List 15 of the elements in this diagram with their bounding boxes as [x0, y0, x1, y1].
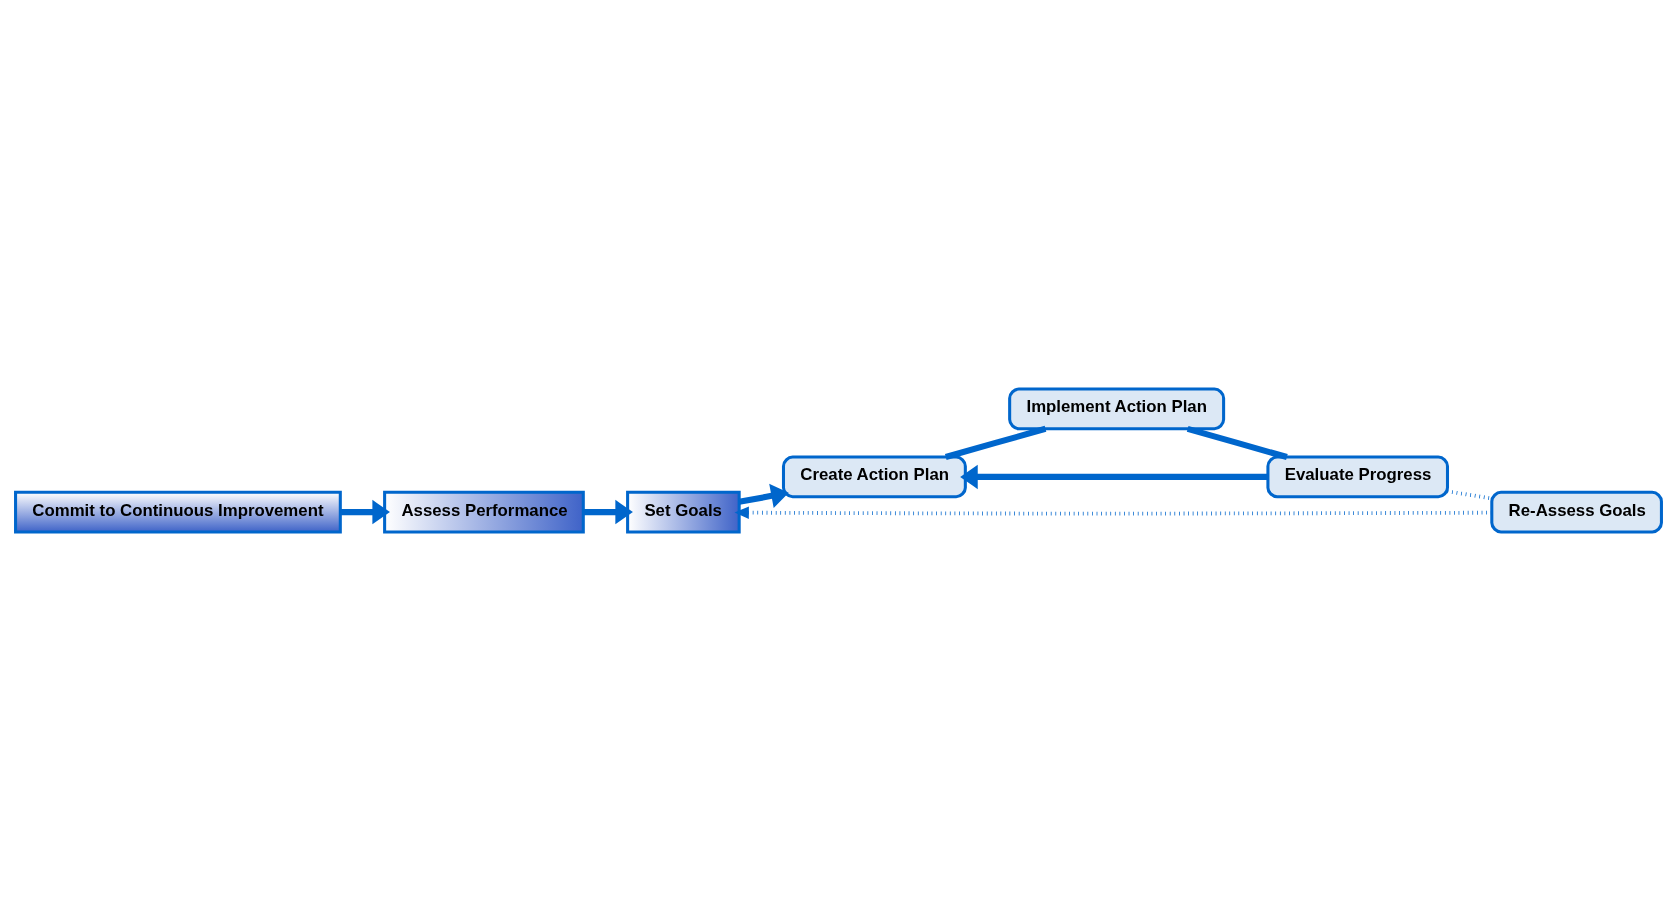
node-box: Re-Assess Goals: [1490, 490, 1663, 534]
arrow: [734, 506, 1492, 519]
arrow: [340, 499, 390, 525]
arrow: [960, 464, 1268, 490]
arrow: [583, 499, 633, 525]
connector: [944, 425, 1047, 460]
node-box: Set Goals: [626, 490, 741, 534]
node-box: Evaluate Progress: [1266, 455, 1449, 499]
node-box: Create Action Plan: [781, 455, 967, 499]
node-box: Implement Action Plan: [1008, 387, 1226, 431]
arrow: [738, 483, 789, 508]
connector: [1186, 425, 1288, 460]
node-box: Commit to Continuous Improvement: [14, 490, 342, 534]
connector: [1447, 489, 1492, 501]
node-box: Assess Performance: [383, 490, 585, 534]
